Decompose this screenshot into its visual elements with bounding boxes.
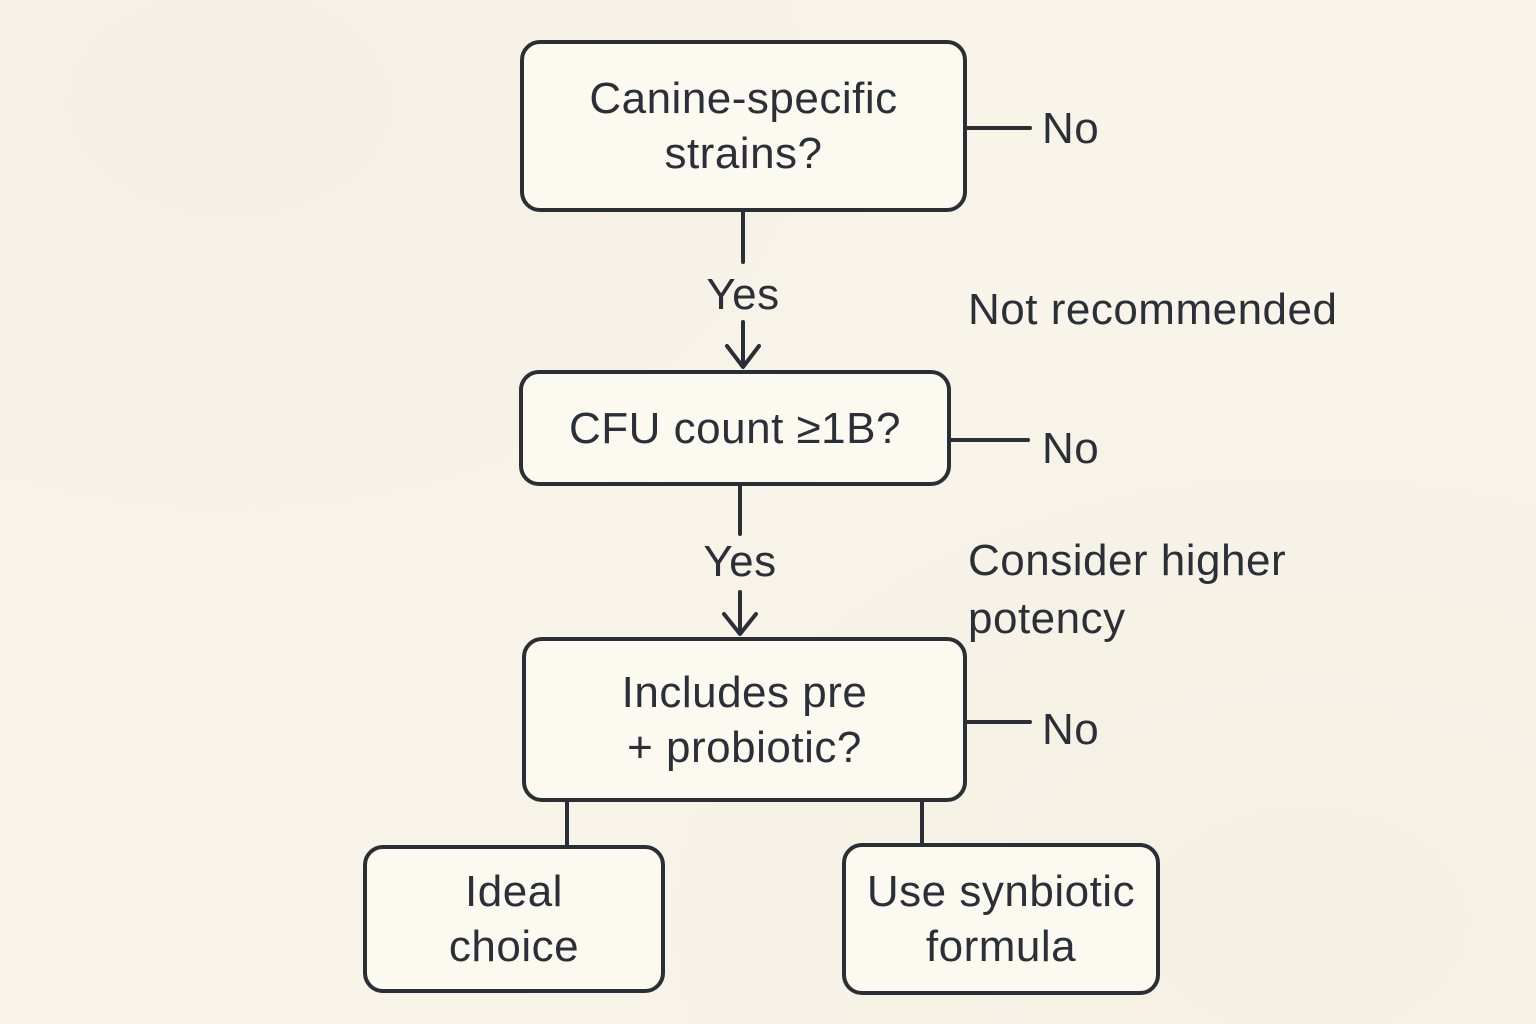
node-use-synbiotic-formula: Use synbiotic formula	[842, 843, 1160, 995]
node-ideal-choice: Ideal choice	[363, 845, 665, 993]
node-cfu-count: CFU count ≥1B?	[519, 370, 951, 486]
node-includes-pre-probiotic: Includes pre + probiotic?	[522, 637, 967, 802]
node-canine-specific-strains: Canine-specific strains?	[520, 40, 967, 212]
node-ideal-choice-label: Ideal choice	[448, 867, 580, 971]
arrowhead-q1-to-q2	[725, 344, 761, 369]
arrowhead-q2-to-q3	[722, 612, 758, 636]
node-cfu-count-label: CFU count ≥1B?	[569, 403, 901, 453]
note-consider-higher-potency: Consider higher potency	[968, 536, 1287, 644]
edge-label-q1-yes: Yes	[706, 270, 780, 319]
edge-label-q2-yes: Yes	[703, 537, 777, 586]
node-includes-pre-probiotic-label: Includes pre + probiotic?	[621, 667, 868, 772]
edge-label-q2-no: No	[1042, 424, 1100, 473]
note-not-recommended: Not recommended	[968, 285, 1338, 334]
edge-label-q1-no: No	[1042, 104, 1100, 153]
edge-label-q3-no: No	[1042, 705, 1100, 754]
node-canine-specific-strains-label: Canine-specific strains?	[589, 74, 898, 178]
node-use-synbiotic-formula-label: Use synbiotic formula	[866, 867, 1136, 971]
